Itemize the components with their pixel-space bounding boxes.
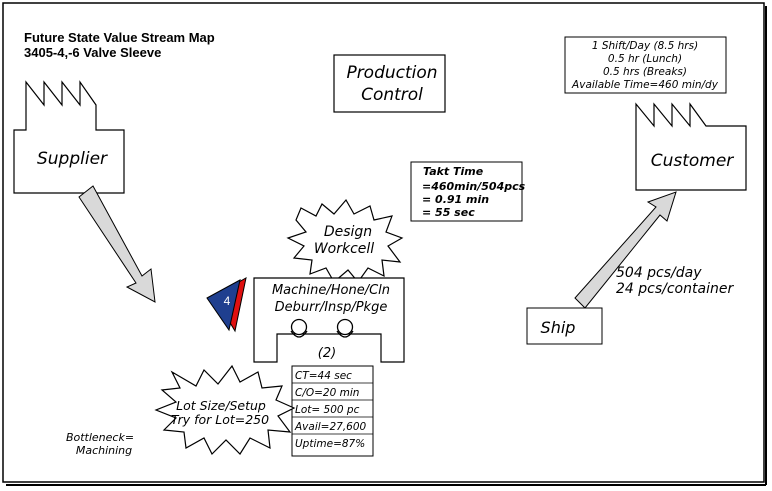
supplier-factory-icon: Supplier — [13, 80, 125, 194]
process-data-box: CT=44 sec C/O=20 min Lot= 500 pc Avail=2… — [291, 365, 374, 457]
operator-icon — [336, 318, 354, 338]
customer-label: Customer — [651, 151, 735, 171]
map-subtitle: 3405-4,-6 Valve Sleeve — [24, 45, 161, 60]
bottleneck-note-line2: Machining — [76, 444, 132, 457]
production-control-label-2: Control — [361, 85, 423, 105]
data-uptime: Uptime=87% — [295, 438, 365, 450]
data-available-time: Avail=27,600 — [294, 421, 367, 433]
process-line1: Machine/Hone/Cln — [272, 283, 390, 298]
takt-line2: = 0.91 min — [422, 193, 489, 206]
kaizen-lot-line1: Lot Size/Setup — [176, 398, 266, 413]
shift-info-line3: 0.5 hrs (Breaks) — [603, 66, 687, 78]
takt-title: Takt Time — [423, 165, 484, 178]
signal-kanban-icon: 4 — [206, 277, 247, 333]
process-box: Machine/Hone/Cln Deburr/Insp/Pkge (2) — [253, 277, 405, 363]
shift-info-line1: 1 Shift/Day (8.5 hrs) — [592, 40, 698, 52]
shift-info-line4: Available Time=460 min/dy — [571, 79, 719, 91]
customer-factory-icon: Customer — [635, 102, 747, 191]
signal-kanban-label: 4 — [224, 294, 231, 308]
data-changeover: C/O=20 min — [295, 387, 359, 399]
ship-to-customer-arrow — [574, 191, 677, 309]
ship-box: Ship — [526, 307, 603, 345]
takt-time-box: Takt Time =460min/504pcs = 0.91 min = 55… — [410, 161, 526, 222]
supplier-shipment-arrow — [78, 185, 156, 303]
shift-info-line2: 0.5 hr (Lunch) — [608, 53, 682, 65]
takt-line3: = 55 sec — [422, 206, 475, 219]
shipment-daily-qty: 504 pcs/day — [616, 265, 702, 281]
shift-info-box: 1 Shift/Day (8.5 hrs) 0.5 hr (Lunch) 0.5… — [564, 36, 727, 94]
ship-label: Ship — [541, 318, 576, 337]
supplier-label: Supplier — [37, 149, 108, 169]
kaizen-burst-design: Design Workcell — [286, 198, 404, 283]
production-control-label: Production — [346, 63, 437, 83]
map-title: Future State Value Stream Map — [24, 30, 215, 45]
map-frame — [2, 2, 765, 483]
process-line2: Deburr/Insp/Pkge — [275, 300, 388, 315]
takt-line1: =460min/504pcs — [422, 180, 526, 193]
kaizen-burst-lot-size: Lot Size/Setup Try for Lot=250 — [154, 364, 296, 456]
operator-count: (2) — [318, 346, 336, 361]
operator-icon — [290, 318, 308, 338]
bottleneck-note-line1: Bottleneck= — [66, 431, 134, 444]
shipment-container-qty: 24 pcs/container — [616, 281, 734, 297]
data-cycle-time: CT=44 sec — [295, 370, 352, 382]
production-control-box: Production Control — [333, 54, 446, 113]
data-lot-size: Lot= 500 pc — [295, 404, 360, 416]
kaizen-design-line2: Workcell — [314, 241, 374, 257]
kaizen-design-line1: Design — [324, 224, 372, 240]
kaizen-lot-line2: Try for Lot=250 — [171, 412, 269, 427]
